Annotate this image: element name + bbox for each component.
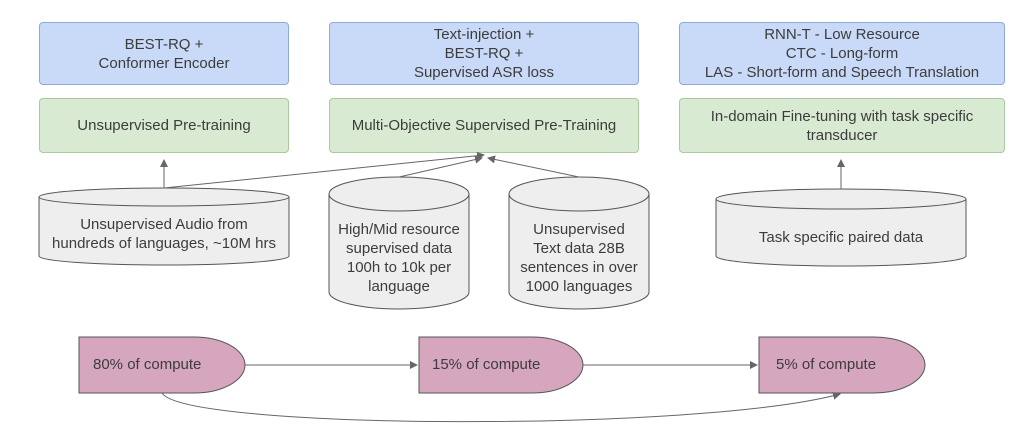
stage-box-1-line-1: Unsupervised Pre-training [77, 117, 251, 134]
stage-box-2: Multi-Objective Supervised Pre-Training [329, 98, 639, 153]
data-source-1-line-2: hundreds of languages, ~10M hrs [52, 235, 276, 252]
data-source-2-line-4: language [368, 278, 430, 295]
data-source-3-line-2: Text data 28B [533, 240, 625, 257]
data-source-1-line-1: Unsupervised Audio from [80, 216, 248, 233]
architecture-box-3-line-3: LAS - Short-form and Speech Translation [704, 64, 980, 81]
compute-shape-3 [758, 336, 926, 394]
compute-label-3: 5% of compute [776, 356, 877, 373]
stage-box-3-line-2: transducer [806, 126, 878, 144]
data-source-cylinder-1 [38, 187, 290, 266]
arrow-compute-1-to-3-curve [161, 391, 841, 423]
compute-shape-2 [418, 336, 584, 394]
stage-box-3-line-1: In-domain Fine-tuning with task specific [710, 107, 974, 125]
arrow-audio-to-supervised [163, 151, 485, 189]
arrow-text-data-to-stage [487, 155, 580, 178]
stage-box-3: In-domain Fine-tuning with task specific… [679, 98, 1005, 153]
data-source-4-line-1: Task specific paired data [758, 228, 924, 246]
architecture-box-2-line-3: Supervised ASR loss [413, 64, 555, 81]
data-source-3-line-1: Unsupervised [533, 221, 625, 238]
architecture-box-1-line-2: Conformer Encoder [98, 54, 230, 72]
compute-label-1: 80% of compute [93, 356, 202, 373]
data-source-cylinder-2 [328, 176, 470, 310]
arrow-supervised-data-to-stage [398, 155, 483, 178]
data-source-3-line-3: sentences in over [520, 259, 638, 276]
architecture-box-1-line-1: BEST-RQ + [124, 35, 204, 53]
architecture-box-3-line-2: CTC - Long-form [785, 45, 899, 62]
data-source-3-line-4: 1000 languages [525, 278, 633, 295]
data-source-2-line-2: supervised data [346, 240, 452, 257]
data-source-cylinder-3 [508, 176, 650, 310]
data-source-label-4: Task specific paired data [716, 224, 966, 250]
data-source-label-1: Unsupervised Audio from hundreds of lang… [39, 208, 289, 260]
data-source-label-2: High/Mid resource supervised data 100h t… [329, 218, 469, 298]
stage-box-2-line-1: Multi-Objective Supervised Pre-Training [351, 117, 617, 134]
architecture-box-2: Text-injection + BEST-RQ + Supervised AS… [329, 22, 639, 85]
architecture-box-2-line-1: Text-injection + [433, 26, 535, 43]
compute-label-2: 15% of compute [432, 356, 541, 373]
architecture-box-3-line-1: RNN-T - Low Resource [764, 26, 920, 43]
stage-box-1: Unsupervised Pre-training [39, 98, 289, 153]
architecture-box-2-line-2: BEST-RQ + [444, 45, 524, 62]
data-source-2-line-3: 100h to 10k per [346, 259, 452, 276]
data-source-2-line-1: High/Mid resource [338, 221, 460, 238]
compute-shape-1 [78, 336, 246, 394]
data-source-label-3: Unsupervised Text data 28B sentences in … [509, 218, 649, 298]
architecture-box-1: BEST-RQ + Conformer Encoder [39, 22, 289, 85]
architecture-box-3: RNN-T - Low Resource CTC - Long-form LAS… [679, 22, 1005, 85]
